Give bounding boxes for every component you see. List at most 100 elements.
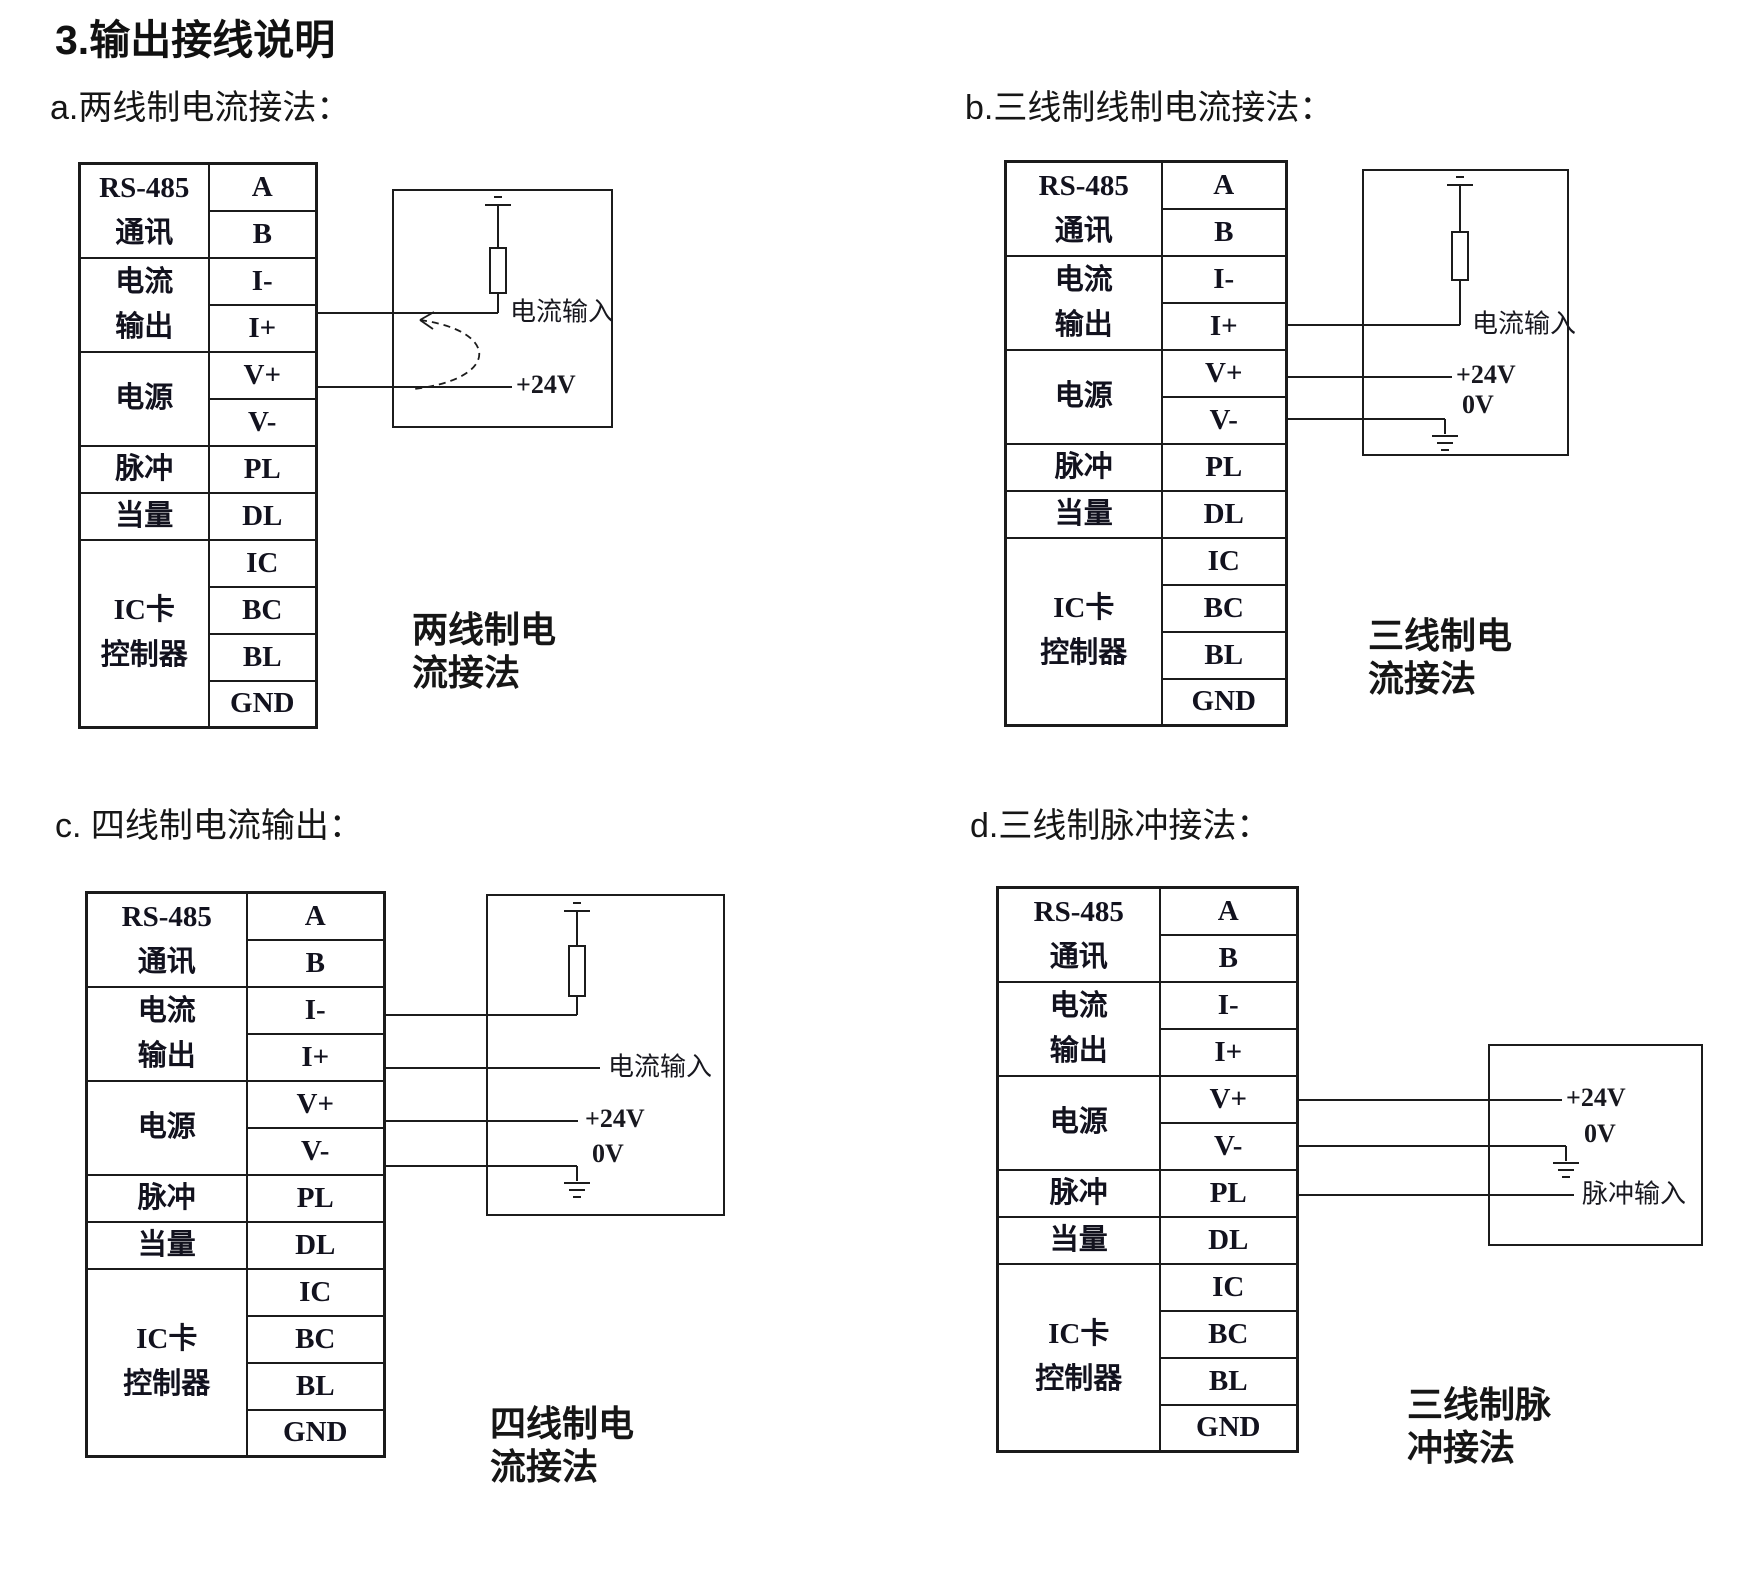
pin-cell-bc: BC — [1158, 1309, 1299, 1359]
pin-cell-bc: BC — [245, 1314, 386, 1364]
pin-cell-bc: BC — [207, 585, 318, 635]
ground-icon — [564, 902, 590, 912]
group-label: 通讯 — [1049, 940, 1108, 973]
wiring-panel-c — [384, 894, 725, 1216]
group-label: 输出 — [115, 310, 174, 343]
group-label: 通讯 — [137, 945, 196, 978]
instrument-box-b — [1362, 169, 1569, 456]
terminal-table-b: RS-485 通讯 A B 电流 输出 I- I+ 电源 V+ V- 脉冲 PL — [1004, 160, 1288, 727]
group-label: IC卡 — [1053, 592, 1115, 625]
pin-cell-i-minus: I- — [1160, 254, 1288, 304]
zero-v-label: 0V — [1584, 1119, 1616, 1148]
pin-cell-i-plus: I+ — [1160, 301, 1288, 351]
caption-line: 冲接法 — [1407, 1427, 1516, 1468]
group-label: 控制器 — [1035, 1363, 1123, 1396]
group-label: 脉冲 — [1054, 450, 1113, 483]
caption-line: 三线制脉 — [1407, 1384, 1552, 1425]
group-label: 脉冲 — [137, 1181, 196, 1214]
group-cell-rs485: RS-485 通讯 — [78, 162, 210, 259]
group-cell-ic-card: IC卡 控制器 — [78, 538, 210, 729]
pin-cell-v-minus: V- — [1160, 395, 1288, 445]
pin-cell-a: A — [1158, 886, 1299, 936]
group-label: IC卡 — [1048, 1318, 1110, 1351]
pin-cell-bl: BL — [1158, 1356, 1299, 1406]
pin-cell-v-minus: V- — [1158, 1121, 1299, 1171]
ground-icon — [485, 196, 511, 206]
plus24v-label: +24V — [1566, 1083, 1626, 1112]
group-cell-current-out: 电流 输出 — [78, 256, 210, 353]
pin-cell-dl: DL — [207, 491, 318, 541]
section-c-heading: c. 四线制电流输出： — [55, 807, 363, 845]
group-label: 通讯 — [1054, 214, 1113, 247]
wiring-panel-d — [1297, 1044, 1703, 1246]
group-cell-current-out: 电流 输出 — [1004, 254, 1163, 351]
group-cell-equivalent: 当量 — [85, 1220, 248, 1270]
current-input-label: 电流输入 — [608, 1052, 713, 1082]
group-label: 控制器 — [1040, 637, 1128, 670]
caption-line: 流接法 — [1368, 658, 1477, 699]
pin-cell-gnd: GND — [245, 1408, 386, 1458]
ground-icon — [564, 1182, 590, 1198]
pulse-input-label: 脉冲输入 — [1582, 1179, 1687, 1209]
group-label: 当量 — [1049, 1223, 1108, 1256]
group-label: 电源 — [115, 382, 174, 414]
pin-cell-bl: BL — [1160, 630, 1288, 680]
group-label: 输出 — [1049, 1034, 1108, 1067]
pin-cell-a: A — [1160, 160, 1288, 210]
pin-cell-i-minus: I- — [207, 256, 318, 306]
group-cell-pulse: 脉冲 — [78, 444, 210, 494]
caption-line: 两线制电 — [412, 609, 557, 650]
group-cell-power: 电源 — [996, 1074, 1161, 1171]
pin-cell-i-plus: I+ — [245, 1032, 386, 1082]
group-label: 通讯 — [115, 216, 174, 249]
resistor-icon — [1451, 231, 1469, 281]
instrument-box-a — [392, 189, 613, 428]
pin-cell-v-minus: V- — [245, 1126, 386, 1176]
pin-cell-v-minus: V- — [207, 397, 318, 447]
wiring-panel-b — [1286, 169, 1569, 456]
current-input-label: 电流输入 — [1472, 309, 1577, 339]
group-cell-equivalent: 当量 — [996, 1215, 1161, 1265]
group-label: 输出 — [1054, 308, 1113, 341]
group-cell-power: 电源 — [1004, 348, 1163, 445]
group-label: RS-485 — [99, 171, 190, 204]
ground-icon — [1432, 435, 1458, 451]
caption-b: 三线制电 流接法 — [1368, 614, 1512, 700]
pin-cell-dl: DL — [1158, 1215, 1299, 1265]
caption-a: 两线制电 流接法 — [412, 608, 556, 694]
group-label: RS-485 — [1038, 169, 1129, 202]
group-cell-equivalent: 当量 — [78, 491, 210, 541]
group-cell-ic-card: IC卡 控制器 — [996, 1262, 1161, 1453]
pin-cell-ic: IC — [207, 538, 318, 588]
pin-cell-ic: IC — [245, 1267, 386, 1317]
group-label: 电源 — [1049, 1106, 1108, 1138]
group-label: 脉冲 — [1049, 1176, 1108, 1209]
current-loop-arrow-icon — [413, 311, 481, 390]
pin-cell-b: B — [1160, 207, 1288, 257]
pin-cell-b: B — [1158, 933, 1299, 983]
resistor-icon — [568, 945, 586, 997]
group-label: 当量 — [115, 499, 174, 532]
group-cell-ic-card: IC卡 控制器 — [85, 1267, 248, 1458]
group-cell-pulse: 脉冲 — [85, 1173, 248, 1223]
plus24v-label: +24V — [516, 370, 576, 399]
terminal-table-a: RS-485 通讯 A B 电流 输出 I- I+ 电源 V+ V- 脉冲 PL — [78, 162, 318, 729]
pin-cell-b: B — [207, 209, 318, 259]
group-label: 控制器 — [100, 639, 188, 672]
group-cell-current-out: 电流 输出 — [996, 980, 1161, 1077]
caption-line: 流接法 — [412, 652, 521, 693]
pin-cell-bl: BL — [207, 632, 318, 682]
pin-cell-gnd: GND — [207, 679, 318, 729]
group-cell-pulse: 脉冲 — [996, 1168, 1161, 1218]
group-label: IC卡 — [113, 594, 175, 627]
pin-cell-i-plus: I+ — [207, 303, 318, 353]
pin-cell-b: B — [245, 938, 386, 988]
pin-cell-v-plus: V+ — [1158, 1074, 1299, 1124]
section-a-heading: a.两线制电流接法： — [50, 89, 351, 127]
caption-line: 流接法 — [490, 1446, 599, 1487]
terminal-table-d: RS-485 通讯 A B 电流 输出 I- I+ 电源 V+ V- 脉冲 PL — [996, 886, 1299, 1453]
ground-icon — [1553, 1162, 1579, 1178]
pin-cell-i-minus: I- — [1158, 980, 1299, 1030]
instrument-box-c — [486, 894, 725, 1216]
